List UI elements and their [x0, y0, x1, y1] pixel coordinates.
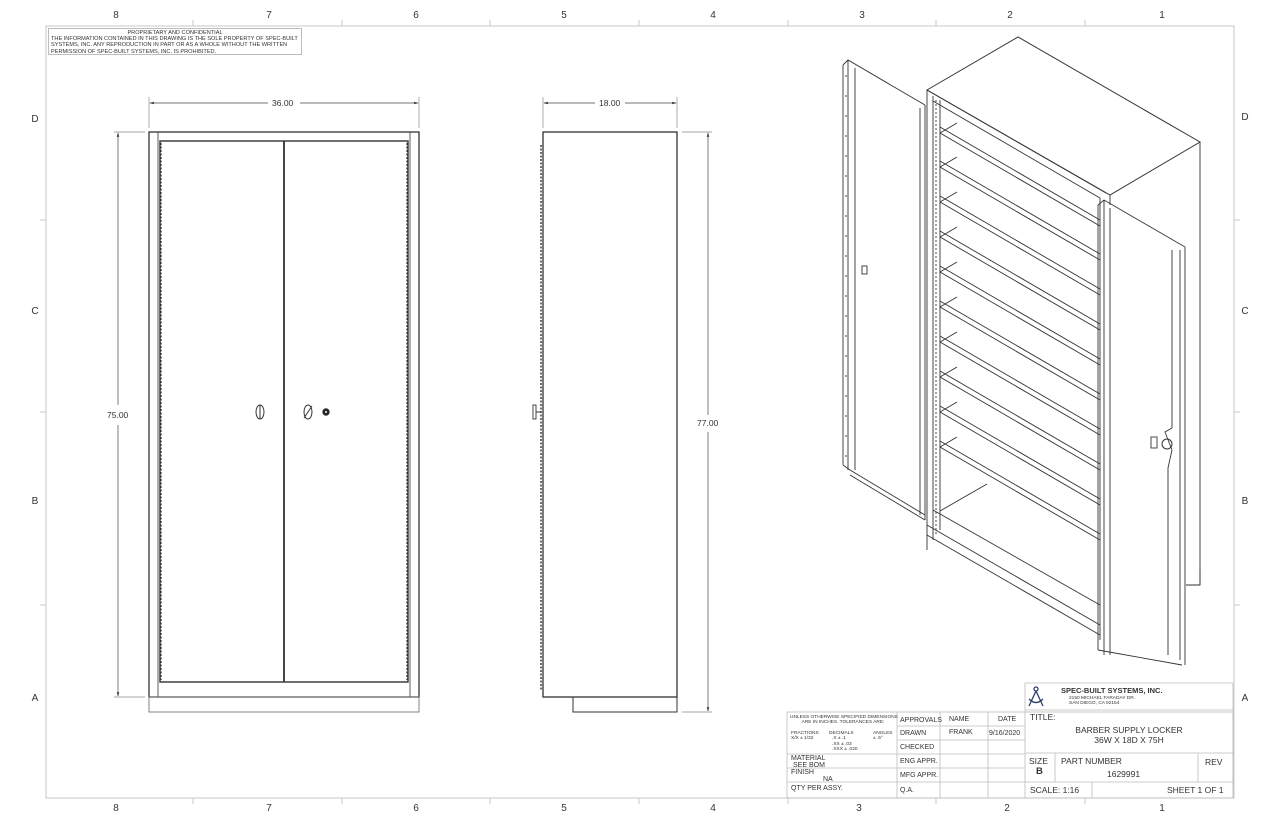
zone-label: C	[31, 306, 39, 317]
decimals-x: .X ± .1	[832, 736, 846, 742]
drawn-by-name: FRANK	[949, 729, 973, 736]
decimals-label: DECIMALS	[829, 731, 854, 736]
front-width-dimension: 36.00	[270, 98, 296, 108]
zone-label: 1	[1159, 10, 1165, 21]
drawing-title: BARBER SUPPLY LOCKER 36W X 18D X 75H	[1025, 725, 1233, 745]
approval-label-qa: Q.A.	[900, 787, 915, 794]
approvals-header: APPROVALS	[900, 717, 942, 724]
drawn-date: 9/16/2020	[989, 730, 1021, 737]
notice-line: THE INFORMATION CONTAINED IN THIS DRAWIN…	[51, 36, 298, 43]
sheet-label: SHEET 1 OF 1	[1167, 785, 1224, 795]
part-number-value: 1629991	[1107, 769, 1141, 779]
zone-label: B	[31, 496, 39, 507]
zone-label: 6	[413, 803, 419, 814]
compass-logo-icon	[1028, 686, 1044, 707]
size-label: SIZE	[1029, 756, 1048, 766]
right-door-handle-icon	[303, 404, 313, 420]
front-view	[114, 97, 420, 713]
finish-value: NA	[823, 776, 833, 783]
title-line: 36W X 18D X 75H	[1094, 735, 1164, 745]
zone-label: 8	[113, 10, 119, 21]
side-height-dimension: 77.00	[695, 418, 721, 428]
company-address-line: 2150 MICHAEL FARADAY DR.	[1069, 696, 1136, 701]
rev-label: REV	[1205, 757, 1223, 767]
sheet-border	[40, 20, 1240, 804]
zone-label: 5	[561, 803, 567, 814]
front-height-dimension: 75.00	[105, 410, 131, 420]
left-door	[842, 59, 926, 521]
zone-label: A	[31, 693, 39, 704]
part-number-label: PART NUMBER	[1061, 756, 1122, 766]
notice-line: SYSTEMS, INC. ANY REPRODUCTION IN PART O…	[51, 42, 288, 49]
finish-label: FINISH	[791, 769, 814, 776]
proprietary-notice: PROPRIETARY AND CONFIDENTIAL THE INFORMA…	[48, 28, 302, 55]
notice-line: PERMISSION OF SPEC-BUILT SYSTEMS, INC. I…	[51, 48, 217, 55]
decimals-xx: .XX ± .03	[832, 741, 852, 747]
title-block-lines	[786, 682, 1234, 799]
finish-field: FINISH NA	[791, 769, 833, 783]
fractions-value: X/X ± 1/32	[791, 736, 814, 742]
name-header: NAME	[949, 716, 970, 723]
zone-label: 3	[859, 10, 865, 21]
title-label: TITLE:	[1030, 712, 1056, 722]
material-label: MATERIAL	[791, 755, 826, 762]
right-door	[1097, 199, 1186, 666]
title-line: BARBER SUPPLY LOCKER	[1075, 725, 1183, 735]
company-address-line: SAN DIEGO, CA 92154	[1069, 701, 1120, 707]
material-value: SEE BOM	[793, 762, 825, 769]
tolerance-header-line: ARE IN INCHES. TOLERANCES ARE:	[801, 720, 885, 726]
notice-heading: PROPRIETARY AND CONFIDENTIAL	[127, 30, 223, 36]
zone-label: 4	[710, 10, 716, 21]
angles-value: ± .5°	[873, 736, 883, 742]
zone-label: 5	[561, 10, 567, 21]
zone-label: C	[1241, 306, 1249, 317]
fractions-tolerance: FRACTIONS X/X ± 1/32	[791, 731, 819, 742]
zone-label: 8	[113, 803, 119, 814]
zone-label: B	[1241, 496, 1249, 507]
zone-label: 7	[266, 803, 272, 814]
approval-label-checked: CHECKED	[900, 744, 935, 751]
company-name: SPEC-BUILT SYSTEMS, INC.	[1061, 686, 1163, 695]
date-header: DATE	[998, 716, 1017, 723]
zone-label: 6	[413, 10, 419, 21]
zone-label: 3	[856, 803, 862, 814]
approval-label-eng: ENG APPR.	[900, 758, 938, 765]
approval-label-mfg: MFG APPR.	[900, 772, 939, 779]
zone-label: 4	[710, 803, 716, 814]
decimals-xxx: .XXX ± .020	[832, 747, 858, 753]
scale-label: SCALE: 1:16	[1030, 785, 1080, 795]
zone-label: A	[1241, 693, 1249, 704]
approval-label-drawn: DRAWN	[900, 730, 927, 737]
zone-label: 2	[1007, 10, 1013, 21]
decimals-tolerance: DECIMALS .X ± .1 .XX ± .03 .XXX ± .020	[829, 731, 858, 753]
tolerance-header-line: UNLESS OTHERWISE SPECIFIED DIMENSIONS	[790, 715, 898, 720]
tolerance-header: UNLESS OTHERWISE SPECIFIED DIMENSIONS AR…	[790, 715, 898, 726]
side-view	[532, 97, 712, 713]
zone-label: 2	[1004, 803, 1010, 814]
qty-per-assy-label: QTY PER ASSY.	[791, 785, 843, 792]
size-value: B	[1036, 766, 1043, 777]
isometric-view	[842, 36, 1201, 666]
zone-label: D	[1241, 112, 1249, 123]
fractions-label: FRACTIONS	[791, 731, 819, 736]
side-depth-dimension: 18.00	[597, 98, 623, 108]
material-field: MATERIAL SEE BOM	[791, 755, 826, 769]
angles-label: ANGLES	[873, 731, 893, 736]
angles-tolerance: ANGLES ± .5°	[873, 731, 892, 742]
zone-label: D	[31, 114, 39, 125]
shelves	[939, 122, 1101, 541]
zone-label: 1	[1159, 803, 1165, 814]
zone-label: 7	[266, 10, 272, 21]
company-address: 2150 MICHAEL FARADAY DR. SAN DIEGO, CA 9…	[1069, 696, 1135, 707]
